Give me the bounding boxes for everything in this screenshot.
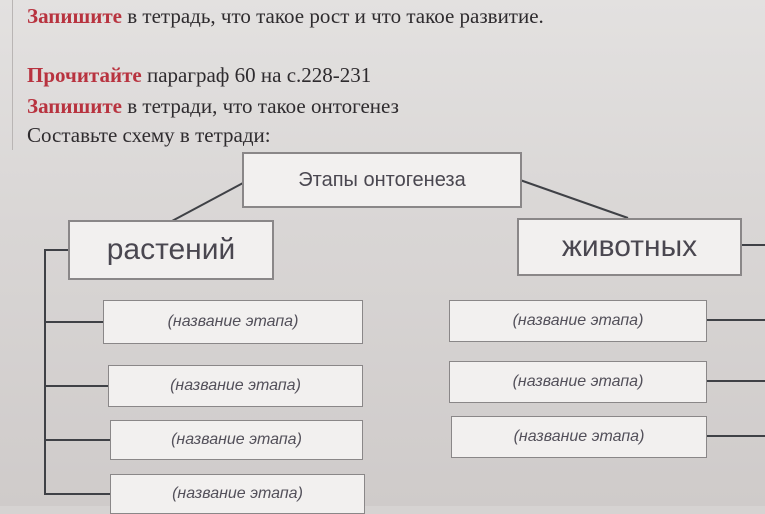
instruction-line-4: Составьте схему в тетради: <box>27 123 271 147</box>
instruction-verb: Прочитайте <box>27 63 142 87</box>
animal-stage-box-3: (название этапа) <box>451 416 707 458</box>
instruction-text: в тетради, что такое онтогенез <box>121 94 399 118</box>
plant-stage-box-4: (название этапа) <box>110 474 365 514</box>
left-bracket <box>44 249 110 495</box>
diagram-root-box: Этапы онтогенеза <box>242 152 522 208</box>
instruction-text: в тетрадь, что такое рост и что такое ра… <box>121 4 544 28</box>
instruction-verb: Запишите <box>27 4 122 28</box>
instruction-text: параграф 60 на с.228-231 <box>141 63 372 87</box>
animal-stage-box-2: (название этапа) <box>449 361 707 403</box>
plants-category-box: растений <box>68 220 274 280</box>
instruction-line-2: Прочитайте параграф 60 на с.228-231 <box>27 63 371 87</box>
plant-stage-box-2: (название этапа) <box>108 365 363 407</box>
connector-root-right <box>519 179 629 219</box>
instruction-verb: Запишите <box>27 94 122 118</box>
instruction-line-1: Запишите в тетрадь, что такое рост и что… <box>27 4 544 28</box>
connector-root-left <box>171 182 244 222</box>
animal-stage-box-1: (название этапа) <box>449 300 707 342</box>
plant-stage-box-1: (название этапа) <box>103 300 363 344</box>
instruction-line-3: Запишите в тетради, что такое онтогенез <box>27 94 399 118</box>
plant-stage-box-3: (название этапа) <box>110 420 363 460</box>
animals-category-box: животных <box>517 218 742 276</box>
page-margin-line <box>12 0 13 150</box>
